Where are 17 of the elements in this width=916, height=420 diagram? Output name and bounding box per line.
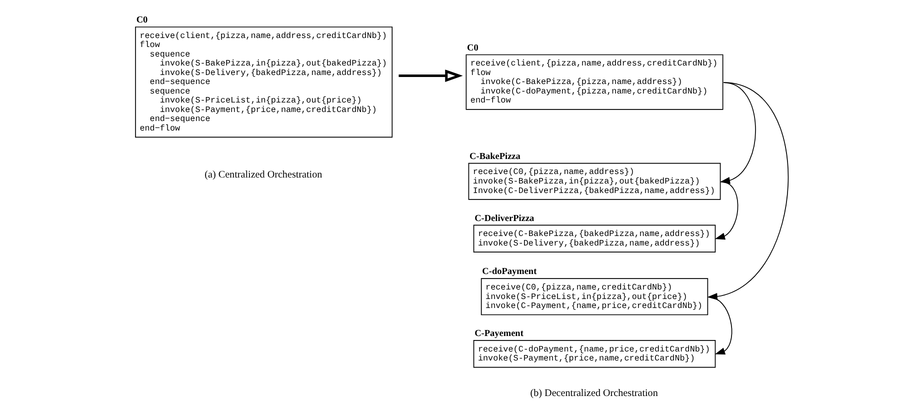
arrow (398, 70, 462, 82)
node-box: receive(C0,{pizza,name,address}) invoke(S-BakePizza,in{pizza},out{bakedPizza}) Invoke(C-DeliverPizza,{bakedPizza,name,address}) (468, 162, 720, 200)
node-label: C-BakePizza (469, 152, 520, 162)
node-box: receive(client,{pizza,name,address,creditCardNb}) flow sequence invoke(S-BakePizza,in{pizza},out{bakedPizza}) invoke(S-Delivery,{bakedPizza,name,address}) end−sequence sequence invoke(S-PriceList,in{pizza},out{price}) invoke(S-Payment,{price,name,creditCardNb}) end−sequence end−flow (134, 26, 392, 138)
node-box: receive(client,{pizza,name,address,creditCardNb}) flow invoke(C-BakePizza,{pizza,name,address}) invoke(C-doPayment,{pizza,name,creditCardNb}) end−flow (465, 54, 723, 110)
label: (a) Centralized Orchestration (204, 170, 322, 181)
arrow (708, 296, 732, 355)
node-label: C-Payement (474, 329, 523, 340)
label: (b) Decentralized Orchestration (530, 388, 658, 400)
node-label: C-doPayment (482, 267, 536, 278)
node-box: receive(C-doPayment,{name,price,creditCardNb}) invoke(S-Payment,{price,name,creditCardNb}) (472, 340, 716, 368)
node-label: C-DeliverPizza (474, 214, 534, 224)
arrow (714, 181, 738, 240)
node-label: C0 (466, 43, 478, 54)
node-box: receive(C-BakePizza,{bakedPizza,name,address}) invoke(S-Delivery,{bakedPizza,name,address}) (472, 224, 716, 252)
node-box: receive(C0,{pizza,name,creditCardNb}) invoke(S-PriceList,in{pizza},out{price}) invoke(C-Payment,{name,price,creditCardNb}) (480, 278, 708, 316)
node-label: C0 (136, 16, 148, 26)
